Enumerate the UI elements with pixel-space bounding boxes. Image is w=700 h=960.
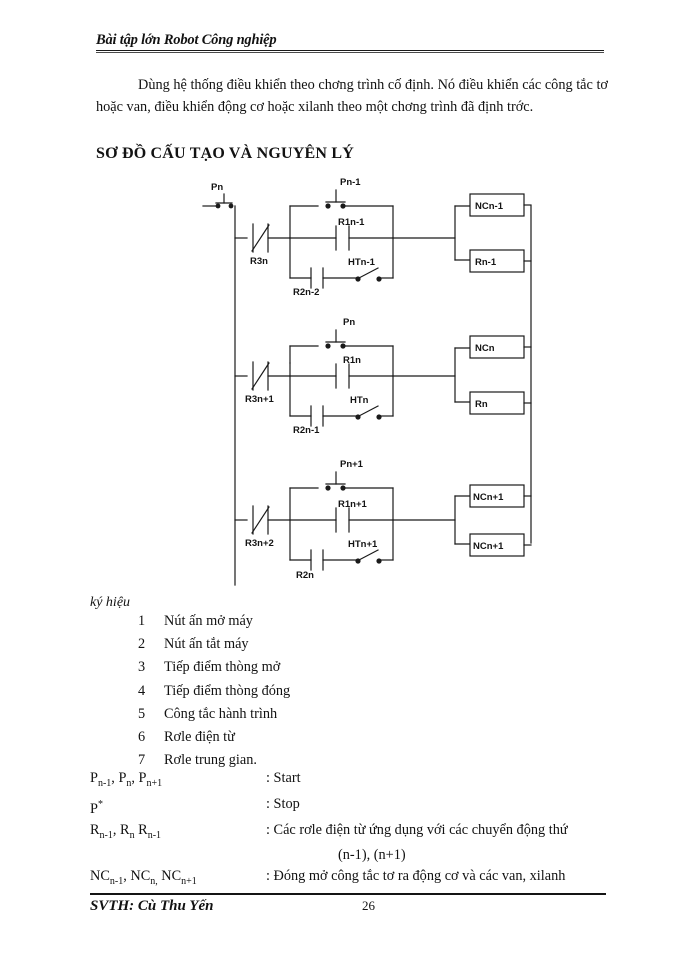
rung3-limitswitch-blade (358, 549, 379, 561)
label-rung3-output-top: NCn+1 (473, 492, 504, 503)
legend-item-number: 7 (138, 752, 146, 769)
definition-symbol: Rn-1, Rn Rn-1 (90, 821, 162, 841)
list-item: 6 Rơle điện từ (90, 729, 510, 752)
rung2-limitswitch-blade (358, 405, 379, 417)
definition-entry: P* : Stop (90, 794, 650, 820)
label-rung3-coil-contact: R1n+1 (338, 499, 367, 510)
label-rung2-branch-capacitor: R2n-1 (293, 425, 320, 436)
circuit-diagram: Pn Pn-1 R1n-1 R3n R2n-2 HTn-1 NCn-1 Rn-1… (0, 168, 700, 593)
header-rule-thin (96, 52, 604, 53)
definition-entry: Rn-1, Rn Rn-1 : Các rơle điện từ ứng dụn… (90, 820, 650, 867)
footer-row: SVTH: Cù Thu Yến 26 (90, 897, 606, 919)
list-item: 1 Nút ấn mở máy (90, 613, 510, 636)
diagram-labels: Pn Pn-1 R1n-1 R3n R2n-2 HTn-1 NCn-1 Rn-1… (211, 177, 504, 581)
label-rung3-nc: R3n+2 (245, 538, 274, 549)
definition-value: : Đóng mở công tắc tơ ra động cơ và các … (266, 868, 566, 885)
legend-list: 1 Nút ấn mở máy 2 Nút ấn tắt máy 3 Tiếp … (90, 613, 510, 775)
rung1-limitswitch-blade (358, 267, 379, 279)
rung1-limitswitch-node-left (355, 276, 361, 282)
label-rung1-limit-switch: HTn-1 (348, 257, 376, 268)
rung1-nc-diagonal (251, 224, 270, 252)
ladder-rung-1 (234, 189, 532, 364)
page-number: 26 (362, 898, 375, 913)
label-rung2-output-bottom: Rn (475, 399, 488, 410)
legend-item-number: 6 (138, 728, 146, 745)
label-rung1-branch-capacitor: R2n-2 (293, 287, 319, 298)
page-header: Bài tập lớn Robot Công nghiệp (96, 32, 604, 53)
definition-symbol: NCn-1, NCn, NCn+1 (90, 868, 197, 888)
label-rung1-output-bottom: Rn-1 (475, 257, 497, 268)
legend-item-label: Nút ấn mở máy (164, 613, 253, 629)
definition-value: : Các rơle điện từ ứng dụng với các chuy… (266, 821, 568, 838)
section-title: SƠ ĐỒ CẤU TẠO VÀ NGUYÊN LÝ (96, 145, 354, 162)
label-rung3-pushbutton: Pn+1 (340, 459, 364, 470)
footer-author: SVTH: Cù Thu Yến (90, 898, 214, 914)
label-rung3-branch-capacitor: R2n (296, 570, 314, 581)
footer-rule (90, 893, 606, 895)
label-rung2-coil-contact: R1n (343, 355, 361, 366)
label-rung2-output-top: NCn (475, 343, 495, 354)
legend-item-label: Rơle trung gian. (164, 752, 257, 769)
legend-item-label: Tiếp điểm thòng mở (164, 659, 281, 676)
definition-symbol: Pn-1, Pn, Pn+1 (90, 770, 163, 789)
list-item: 3 Tiếp điểm thòng mở (90, 659, 510, 682)
paragraph-text: Dùng hệ thống điều khiển theo chơng trìn… (96, 77, 608, 115)
rung3-nc-diagonal (251, 506, 270, 534)
legend-item-number: 5 (138, 705, 146, 722)
label-rung2-nc: R3n+1 (245, 394, 274, 405)
page-footer: SVTH: Cù Thu Yến 26 (90, 893, 606, 919)
ladder-rung-2 (234, 329, 532, 427)
rung2-nc-diagonal (251, 362, 270, 390)
label-stop-button: Pn (211, 182, 223, 193)
stop-button-node-left (215, 203, 221, 209)
rung2-pushbutton-node-left (325, 343, 331, 349)
legend-item-number: 1 (138, 613, 146, 629)
legend-item-label: Nút ấn tắt máy (164, 636, 249, 653)
rung2-limitswitch-node-left (355, 414, 361, 420)
rung1-limitswitch-node-right (376, 276, 382, 282)
rung3-limitswitch-node-right (376, 558, 382, 564)
rung3-limitswitch-node-left (355, 558, 361, 564)
rung3-pushbutton-node-left (325, 485, 331, 491)
label-rung1-coil-contact: R1n-1 (338, 217, 365, 228)
intro-paragraph: Dùng hệ thống điều khiển theo chơng trìn… (96, 75, 608, 118)
list-item: 2 Nút ấn tắt máy (90, 636, 510, 659)
definitions-list: Pn-1, Pn, Pn+1 : Start P* : Stop Rn-1, R… (90, 768, 650, 892)
definition-continuation: (n-1), (n+1) (338, 847, 406, 864)
rung1-pushbutton-node-left (325, 203, 331, 209)
header-title: Bài tập lớn Robot Công nghiệp (96, 32, 277, 48)
ladder-rung-3 (234, 471, 532, 571)
legend-item-label: Tiếp điểm thòng đóng (164, 682, 291, 699)
legend-item-label: Rơle điện từ (164, 728, 235, 745)
legend-item-label: Công tắc hành trình (164, 705, 278, 722)
definition-entry: NCn-1, NCn, NCn+1 : Đóng mở công tắc tơ … (90, 866, 650, 892)
definition-symbol: P* (90, 798, 103, 817)
legend-item-number: 3 (138, 659, 146, 676)
stop-button-node-right (228, 203, 234, 209)
label-rung1-output-top: NCn-1 (475, 201, 504, 212)
label-rung2-pushbutton: Pn (343, 317, 355, 328)
rung3-pushbutton-node-right (340, 485, 346, 491)
legend-heading: ký hiệu (90, 595, 131, 610)
label-rung3-output-bottom: NCn+1 (473, 541, 504, 552)
list-item: 7 Rơle trung gian. (90, 752, 510, 775)
header-rule-thick (96, 50, 604, 51)
circuit-diagram-svg: Pn Pn-1 R1n-1 R3n R2n-2 HTn-1 NCn-1 Rn-1… (202, 177, 532, 586)
legend-item-number: 2 (138, 636, 146, 653)
definition-value: : Stop (266, 795, 300, 812)
label-rung3-limit-switch: HTn+1 (348, 539, 378, 550)
definition-value: : Start (266, 770, 301, 786)
label-rung1-nc: R3n (250, 256, 268, 267)
list-item: 4 Tiếp điểm thòng đóng (90, 683, 510, 706)
definition-entry: Pn-1, Pn, Pn+1 : Start (90, 768, 650, 794)
rung2-limitswitch-node-right (376, 414, 382, 420)
rung2-pushbutton-node-right (340, 343, 346, 349)
rung1-pushbutton-node-right (340, 203, 346, 209)
label-rung2-limit-switch: HTn (350, 395, 369, 406)
label-rung1-pushbutton: Pn-1 (340, 177, 361, 188)
legend-item-number: 4 (138, 682, 146, 699)
list-item: 5 Công tắc hành trình (90, 706, 510, 729)
